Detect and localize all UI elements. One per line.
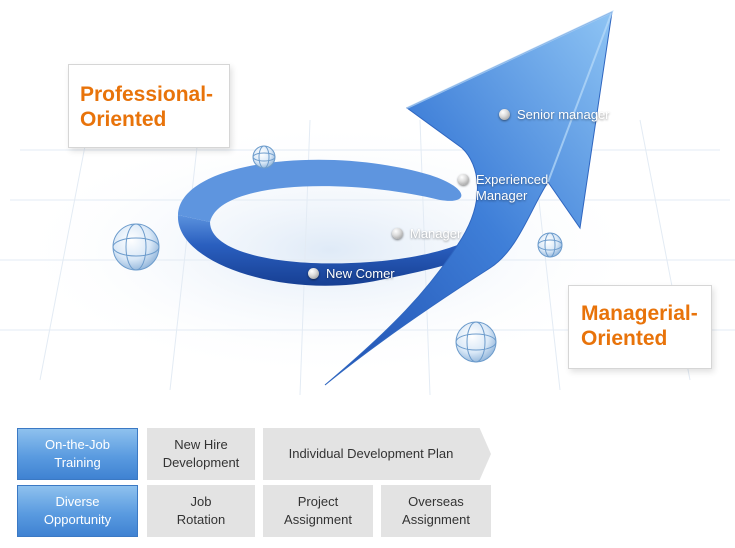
label-line: Managerial- <box>581 302 698 325</box>
cell-line: Opportunity <box>43 512 112 527</box>
stage-label-line: Manager <box>476 188 528 203</box>
cell-line: New Hire <box>174 437 228 452</box>
stage-label-line: Experienced <box>476 172 549 187</box>
cell-line: Assignment <box>402 512 470 527</box>
stage-label: Senior manager <box>517 107 610 122</box>
cell-line: Project <box>297 494 339 509</box>
individual-development-plan-cell: Individual Development Plan <box>263 428 491 480</box>
cell-line: Individual Development Plan <box>288 446 454 461</box>
globe-icon <box>455 321 497 363</box>
globe-icon <box>112 223 160 271</box>
label-line: Oriented <box>80 108 167 131</box>
professional-oriented-label: Professional- Oriented <box>68 64 230 148</box>
stage-label: New Comer <box>326 266 395 281</box>
label-line: Oriented <box>581 327 668 350</box>
cell-line: Development <box>162 455 240 470</box>
cell-line: Training <box>54 455 101 470</box>
stage-label: Manager <box>410 226 462 241</box>
stage-dot-icon <box>308 268 319 279</box>
cell-line: Assignment <box>284 512 352 527</box>
globe-icon <box>252 145 276 169</box>
cell-line: Overseas <box>408 494 464 509</box>
label-line: Professional- <box>80 83 214 106</box>
stage-dot-icon <box>392 228 403 239</box>
stage-label: Experienced Manager <box>476 172 548 204</box>
cell-line: On-the-Job <box>44 437 111 452</box>
stage-dot-icon <box>499 109 510 120</box>
cell-line: Job <box>190 494 212 509</box>
cell-line: Diverse <box>55 494 100 509</box>
ribbon-front <box>177 203 513 286</box>
ribbon-back <box>178 159 462 222</box>
managerial-oriented-label: Managerial- Oriented <box>568 285 712 369</box>
stage-dot-icon <box>458 174 469 185</box>
cell-line: Rotation <box>176 512 226 527</box>
globe-icon <box>537 232 563 258</box>
